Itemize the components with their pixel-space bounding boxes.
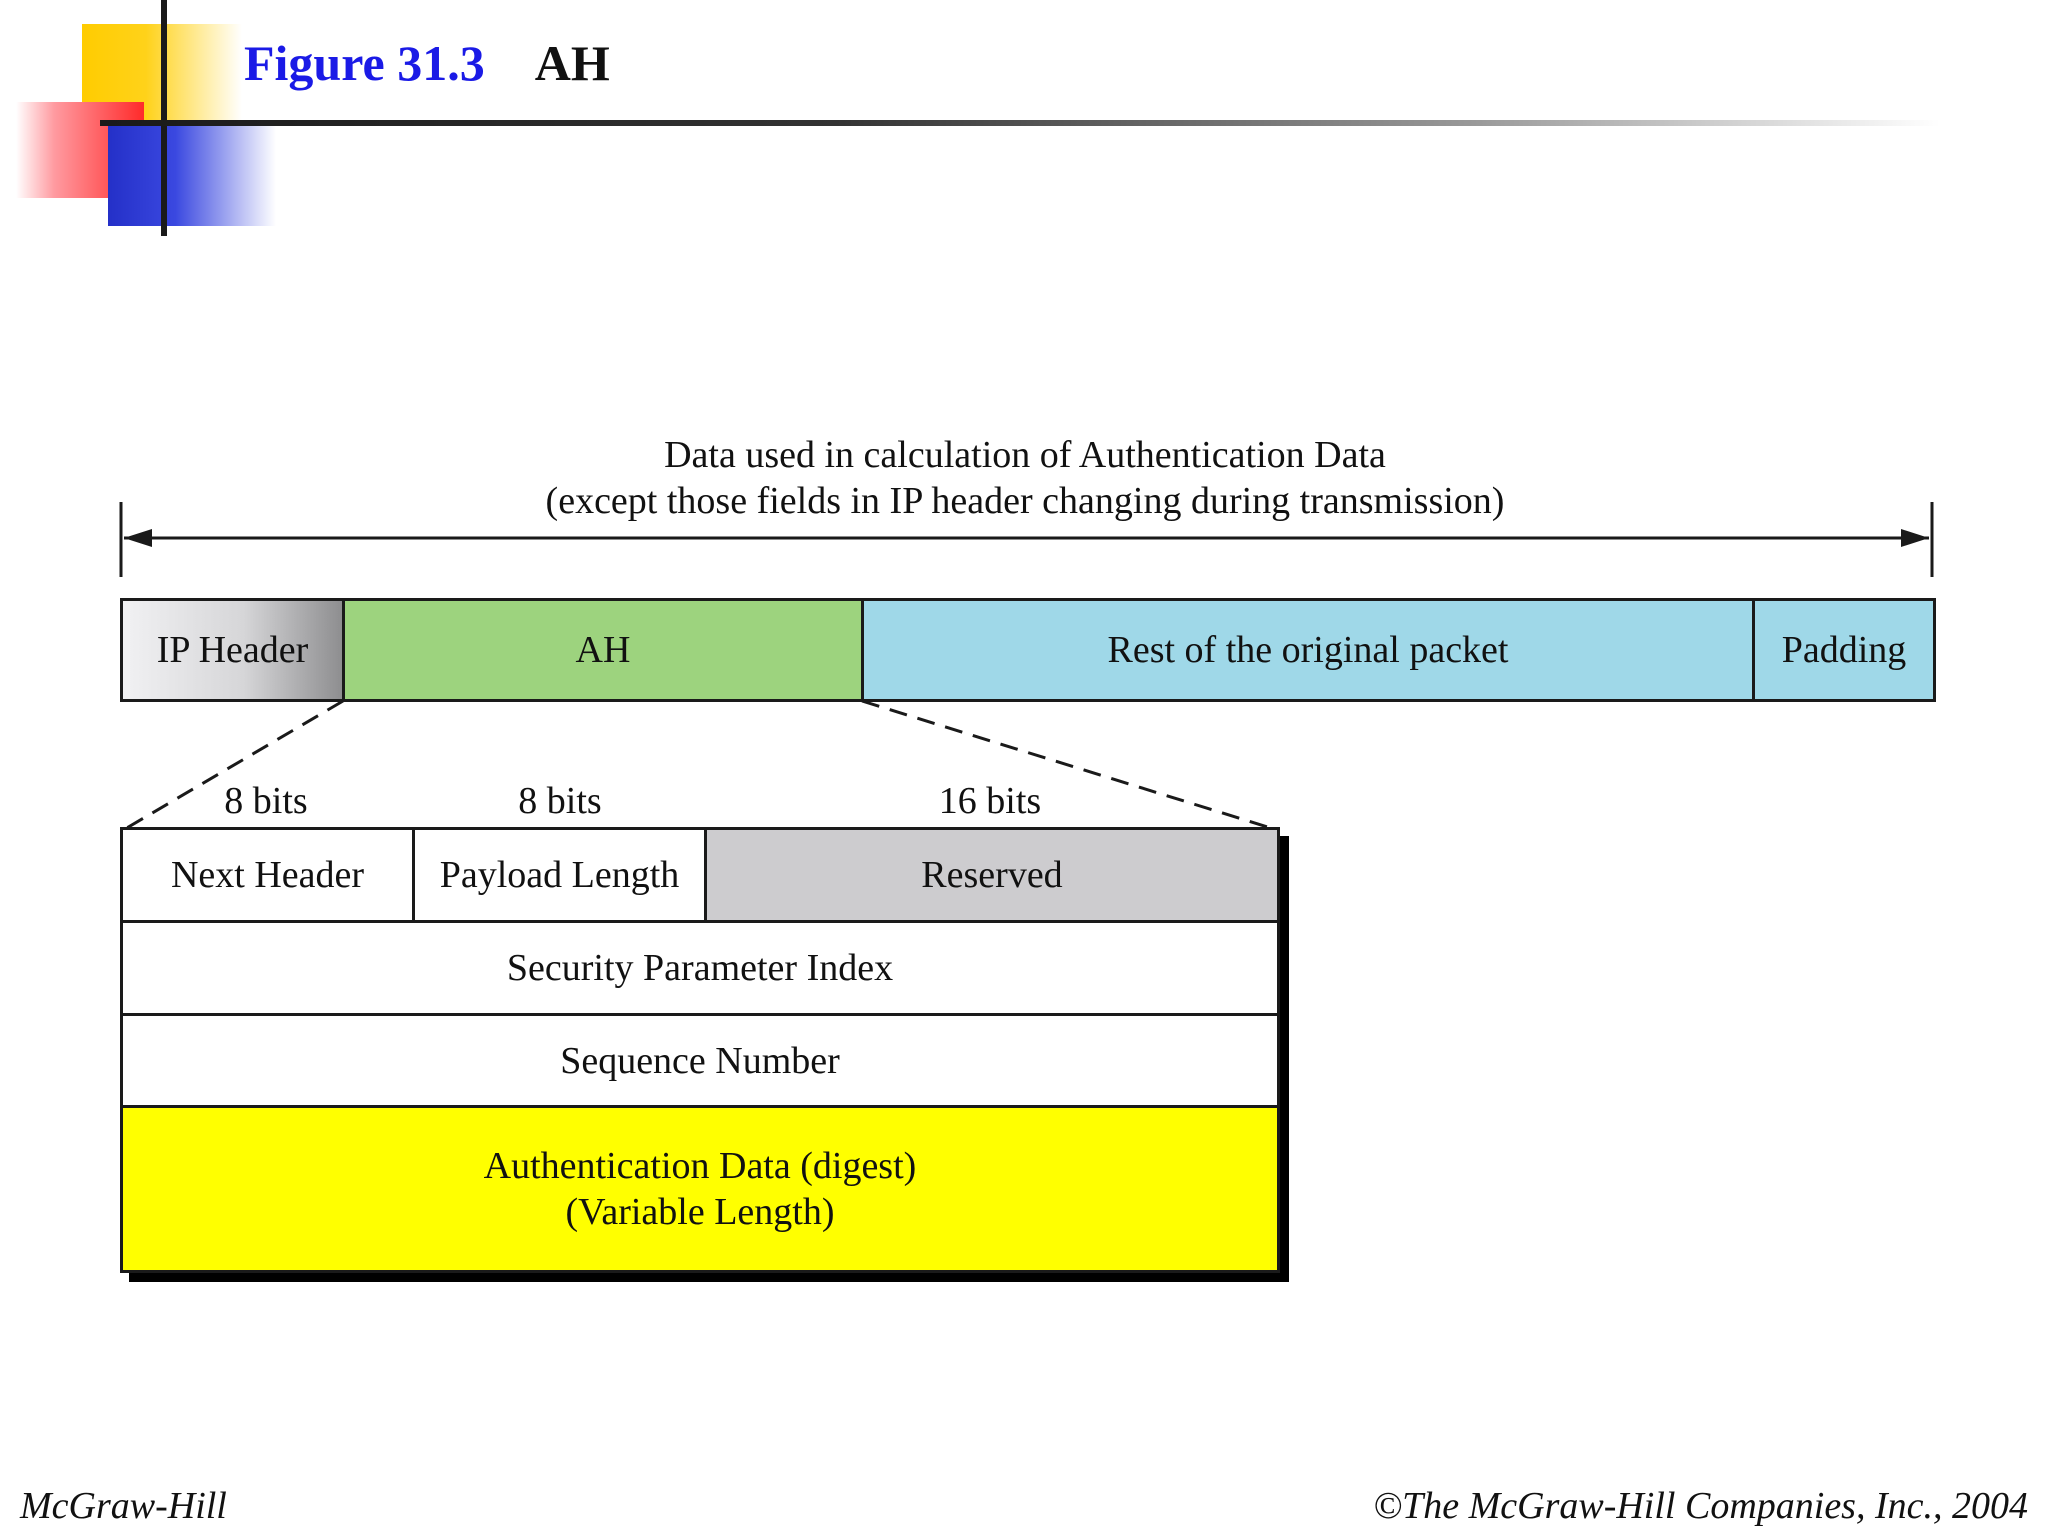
footer-copyright: ©The McGraw-Hill Companies, Inc., 2004: [1373, 1485, 2028, 1527]
footer-publisher: McGraw-Hill: [20, 1485, 227, 1527]
field-authentication-data: Authentication Data (digest) (Variable L…: [120, 1105, 1280, 1273]
packet-padding-label: Padding: [1781, 629, 1907, 671]
figure-name: AH: [534, 35, 610, 91]
field-payload-length-label: Payload Length: [439, 854, 680, 896]
title-underline: [100, 120, 1940, 126]
field-reserved-label: Reserved: [921, 854, 1063, 896]
expansion-dashed-left: [124, 699, 344, 831]
packet-ip-header: IP Header: [120, 598, 345, 702]
field-sequence-number: Sequence Number: [120, 1013, 1280, 1108]
range-caption-line1: Data used in calculation of Authenticati…: [664, 434, 1386, 476]
field-next-header: Next Header: [120, 827, 415, 923]
field-reserved: Reserved: [704, 827, 1280, 923]
field-spi: Security Parameter Index: [120, 920, 1280, 1016]
figure-label: Figure 31.3: [244, 35, 485, 91]
slide-title: Figure 31.3 AH: [244, 34, 610, 92]
range-arrow-right-head: [1901, 529, 1929, 547]
logo-blue-square: [108, 124, 276, 226]
bits-label-next-header: 8 bits: [224, 780, 308, 822]
expansion-dashed-right: [861, 699, 1275, 831]
field-sequence-number-label: Sequence Number: [560, 1039, 840, 1082]
range-arrow-left-head: [124, 529, 152, 547]
packet-ip-header-label: IP Header: [156, 629, 309, 671]
ah-format-table: Next Header Payload Length Reserved Secu…: [120, 827, 1280, 1273]
packet-ah: AH: [342, 598, 864, 702]
logo-vertical-line: [161, 0, 167, 236]
field-auth-data-line2: (Variable Length): [565, 1191, 835, 1233]
bits-label-reserved: 16 bits: [938, 780, 1042, 822]
packet-padding: Padding: [1752, 598, 1936, 702]
field-next-header-label: Next Header: [170, 854, 365, 896]
bits-label-payload-length: 8 bits: [518, 780, 602, 822]
packet-ah-label: AH: [575, 629, 631, 671]
field-payload-length: Payload Length: [412, 827, 707, 923]
packet-rest-label: Rest of the original packet: [1107, 629, 1509, 671]
range-caption-line2: (except those fields in IP header changi…: [545, 480, 1505, 522]
packet-rest: Rest of the original packet: [861, 598, 1755, 702]
field-spi-label: Security Parameter Index: [506, 947, 894, 989]
field-auth-data-line1: Authentication Data (digest): [483, 1145, 917, 1187]
